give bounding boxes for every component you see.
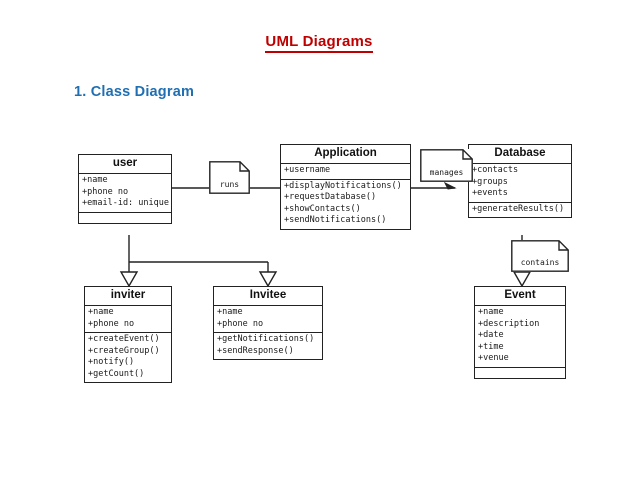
class-box-application[interactable]: Application +username +displayNotificati… (280, 144, 411, 230)
note-shape-icon (209, 161, 250, 194)
open-arrow-application-database (443, 181, 457, 190)
class-member: +getCount() (88, 368, 145, 379)
generalization-arrow-invitee (258, 271, 278, 288)
class-name-user: user (79, 155, 171, 174)
generalization-arrow-event (512, 271, 532, 288)
class-name-inviter: inviter (85, 287, 171, 306)
class-member: +sendNotifications() (284, 215, 387, 225)
page-title: UML Diagrams (0, 33, 638, 53)
class-member: +username (284, 165, 331, 175)
class-box-event[interactable]: Event +name +description +date +time +ve… (474, 286, 566, 379)
class-methods-user (79, 213, 171, 223)
class-member: +showContacts() (284, 203, 361, 214)
class-member: +phone no (88, 318, 135, 329)
class-member: +displayNotifications() (284, 180, 402, 191)
class-box-invitee[interactable]: Invitee +name +phone no +getNotification… (213, 286, 323, 360)
class-box-database[interactable]: Database +contacts +groups +events +gene… (468, 144, 572, 218)
class-attributes-database: +contacts +groups +events (469, 164, 571, 203)
class-name-invitee: Invitee (214, 287, 322, 306)
class-methods-application: +displayNotifications() +requestDatabase… (281, 180, 410, 229)
generalization-arrow-inviter (119, 271, 139, 288)
section-heading: 1. Class Diagram (74, 84, 195, 100)
class-member: +phone no (82, 186, 129, 197)
note-shape-icon (511, 240, 569, 272)
page-title-text: UML Diagrams (265, 33, 373, 53)
class-member: +events (472, 188, 508, 198)
class-member: +notify() (88, 357, 135, 367)
class-name-event: Event (475, 287, 565, 306)
class-methods-inviter: +createEvent() +createGroup() +notify() … (85, 333, 171, 382)
class-member: +generateResults() (472, 203, 565, 214)
note-manages[interactable]: manages (420, 149, 473, 182)
class-member: +phone no (217, 318, 264, 329)
class-member: +groups (472, 176, 508, 187)
note-label-contains: contains (520, 258, 560, 267)
class-box-inviter[interactable]: inviter +name +phone no +createEvent() +… (84, 286, 172, 383)
class-name-database: Database (469, 145, 571, 164)
class-methods-database: +generateResults() (469, 203, 571, 218)
class-member: +description (478, 318, 540, 329)
class-member: +date (478, 330, 504, 340)
class-member: +venue (478, 353, 509, 363)
class-attributes-user: +name +phone no +email-id: unique (79, 174, 171, 213)
class-member: +createEvent() (88, 334, 160, 344)
class-attributes-event: +name +description +date +time +venue (475, 306, 565, 368)
class-methods-event (475, 368, 565, 378)
note-contains[interactable]: contains (511, 240, 569, 272)
class-name-application: Application (281, 145, 410, 164)
note-runs[interactable]: runs (209, 161, 250, 194)
class-member: +contacts (472, 165, 519, 175)
class-methods-invitee: +getNotifications() +sendResponse() (214, 333, 322, 359)
note-label-manages: manages (429, 168, 464, 177)
note-shape-icon (420, 149, 473, 182)
class-member: +getNotifications() (217, 334, 315, 344)
class-attributes-invitee: +name +phone no (214, 306, 322, 333)
class-member: +name (88, 307, 114, 317)
class-member: +name (82, 175, 108, 185)
class-attributes-inviter: +name +phone no (85, 306, 171, 333)
note-label-runs: runs (219, 180, 240, 189)
class-attributes-application: +username (281, 164, 410, 180)
class-member: +name (478, 307, 504, 317)
class-box-user[interactable]: user +name +phone no +email-id: unique (78, 154, 172, 224)
class-member: +requestDatabase() (284, 192, 377, 202)
class-member: +email-id: unique (82, 198, 169, 208)
class-member: +createGroup() (88, 345, 160, 356)
class-member: +name (217, 307, 243, 317)
class-member: +sendResponse() (217, 345, 294, 356)
class-member: +time (478, 341, 504, 352)
